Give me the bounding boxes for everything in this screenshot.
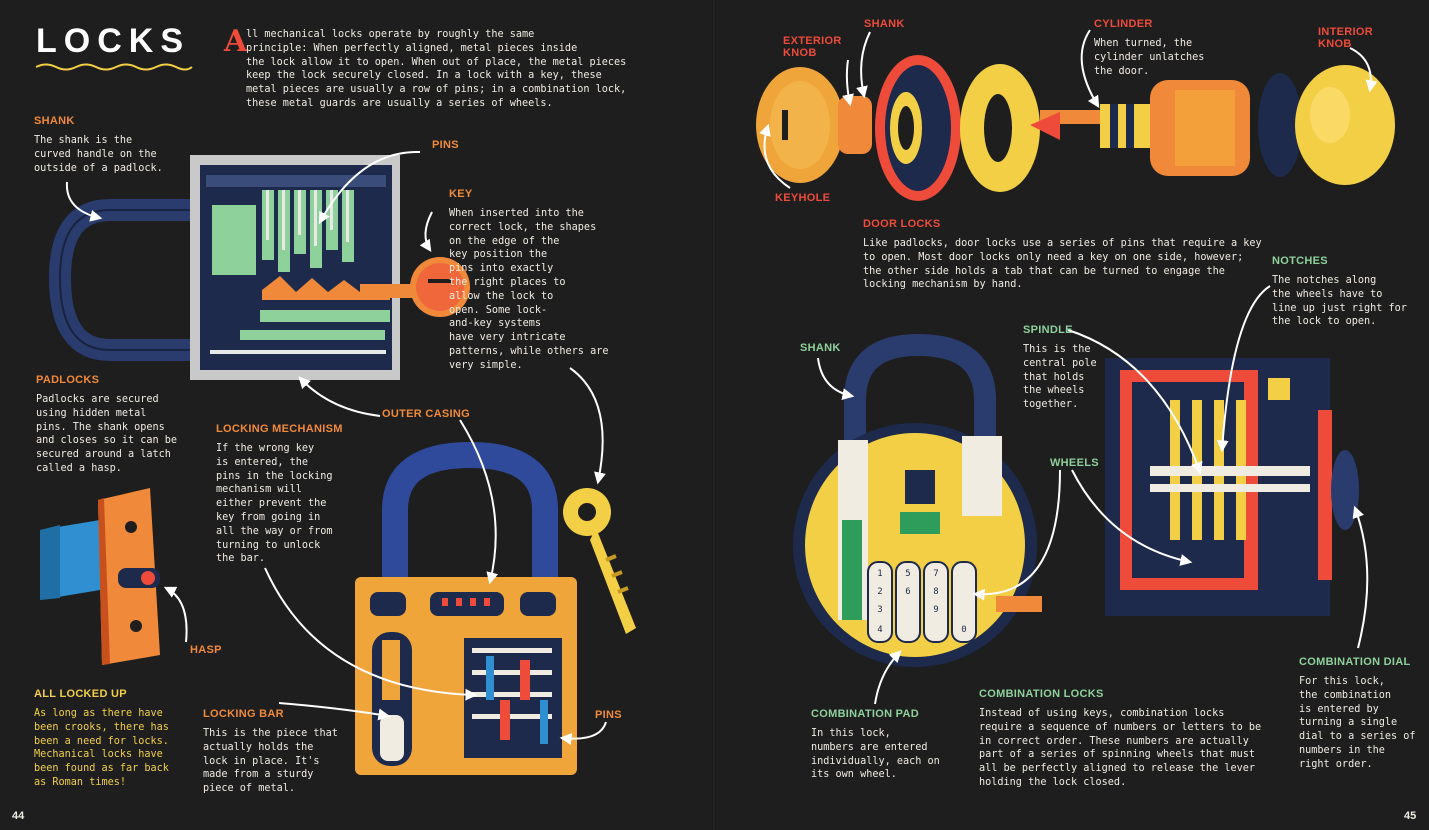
wheel-digit: 8 <box>933 587 938 597</box>
shank-text: The shank is the curved handle on the ou… <box>34 135 163 174</box>
pins-label-bottom: PINS <box>595 709 622 721</box>
key-heading: KEY <box>449 188 473 200</box>
wheel-digit: 1 <box>877 569 882 579</box>
notches-text: The notches along the wheels have to lin… <box>1272 275 1407 328</box>
wheel-digit: 6 <box>905 587 910 597</box>
combination-locks-text: Instead of using keys, combination locks… <box>979 708 1262 788</box>
wheel-digit: 2 <box>877 587 882 597</box>
all-locked-up-text: As long as there have been crooks, there… <box>34 708 169 788</box>
notches-heading: NOTCHES <box>1272 255 1328 267</box>
combination-locks-heading: COMBINATION LOCKS <box>979 688 1104 700</box>
all-locked-up-heading: ALL LOCKED UP <box>34 688 127 700</box>
wheel-digit: 9 <box>933 605 938 615</box>
page-number-left: 44 <box>12 810 25 822</box>
wheel-digit: 5 <box>905 569 910 579</box>
combination-dial-text: For this lock, the combination is entere… <box>1299 676 1416 770</box>
hasp-label: HASP <box>190 644 222 656</box>
padlocks-heading: PADLOCKS <box>36 374 100 386</box>
exterior-knob-label: EXTERIOR KNOB <box>783 35 842 59</box>
locking-mechanism-text: If the wrong key is entered, the pins in… <box>216 443 333 565</box>
keyhole-label: KEYHOLE <box>775 192 831 204</box>
shank-door-label: SHANK <box>864 18 905 30</box>
door-locks-text: Like padlocks, door locks use a series o… <box>863 238 1262 291</box>
combination-pad-text: In this lock, numbers are entered indivi… <box>811 728 940 781</box>
intro-text: ll mechanical locks operate by roughly t… <box>246 29 627 109</box>
spindle-text: This is the central pole that holds the … <box>1023 344 1097 411</box>
cylinder-text: When turned, the cylinder unlatches the … <box>1094 38 1205 77</box>
wheels-label: WHEELS <box>1050 457 1099 469</box>
pins-label-top: PINS <box>432 139 459 151</box>
key-text: When inserted into the correct lock, the… <box>449 208 609 371</box>
interior-knob-label: INTERIOR KNOB <box>1318 26 1373 50</box>
wheel-digits: 1 2 3 4 5 6 7 8 9 0 <box>877 569 966 635</box>
locking-mechanism-heading: LOCKING MECHANISM <box>216 423 343 435</box>
page-title: LOCKS <box>36 22 190 60</box>
spindle-heading: SPINDLE <box>1023 324 1073 336</box>
orange-padlock-illustration <box>355 441 577 775</box>
intro-drop-cap: A <box>224 24 248 59</box>
combination-dial-heading: COMBINATION DIAL <box>1299 656 1411 668</box>
cylinder-heading: CYLINDER <box>1094 18 1153 30</box>
page-number-right: 45 <box>1404 810 1417 822</box>
combination-pad-heading: COMBINATION PAD <box>811 708 919 720</box>
combination-pad-padlock-illustration <box>793 333 1042 667</box>
hasp-illustration <box>40 488 160 665</box>
wheel-digit: 4 <box>877 625 882 635</box>
book-gutter <box>712 0 716 830</box>
locking-bar-heading: LOCKING BAR <box>203 708 284 720</box>
title-underline <box>35 63 193 71</box>
wheel-digit: 7 <box>933 569 938 579</box>
outer-casing-label: OUTER CASING <box>382 408 470 420</box>
padlocks-text: Padlocks are secured using hidden metal … <box>36 394 178 474</box>
locking-bar-text: This is the piece that actually holds th… <box>203 728 338 795</box>
shank-combo-label: SHANK <box>800 342 841 354</box>
wheel-digit: 3 <box>877 605 882 615</box>
callout-arrows <box>65 29 1378 745</box>
wheel-digit: 0 <box>961 625 966 635</box>
yellow-key-illustration <box>563 488 636 634</box>
shank-heading: SHANK <box>34 115 75 127</box>
door-locks-heading: DOOR LOCKS <box>863 218 941 230</box>
door-knob-illustration <box>756 55 1395 201</box>
combination-dial-lock-illustration <box>1105 358 1359 616</box>
cutaway-padlock-illustration <box>48 155 470 380</box>
